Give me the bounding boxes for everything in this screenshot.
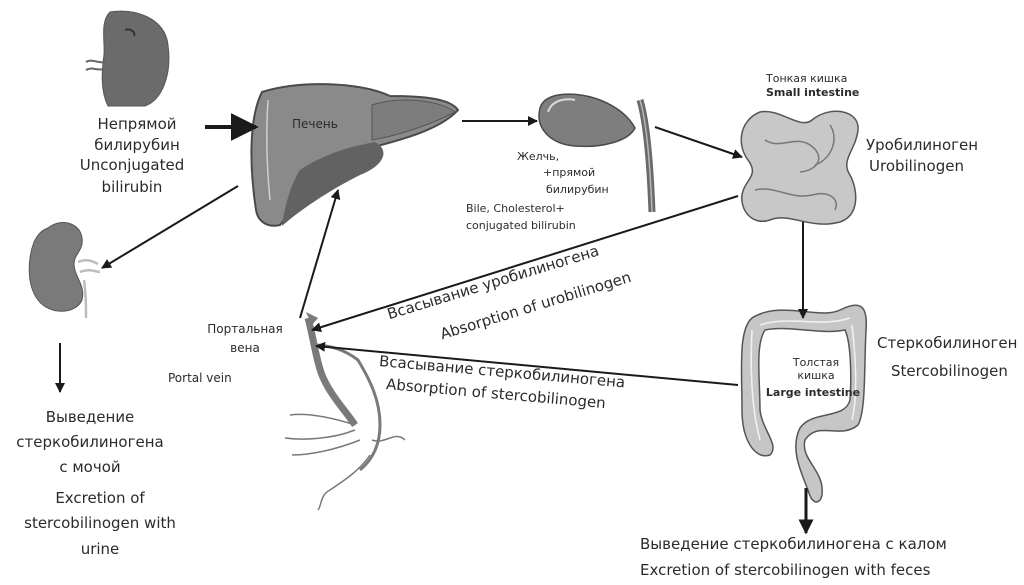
small-intestine-icon [740,110,859,225]
bile-label-en-1: Bile, Cholesterol+ [466,202,565,215]
portal-vein-label-ru-2: вена [230,341,260,355]
portal-vein-label-ru-1: Портальная [207,322,283,336]
small-intestine-label-en: Small intestine [766,86,860,99]
stercobilinogen-label-en: Stercobilinogen [891,362,1008,380]
urobilinogen-label-ru: Уробилиноген [866,136,979,154]
urine-excretion-en-2: stercobilinogen with [24,514,176,532]
unconjugated-label-ru-1: Непрямой [97,115,177,133]
spleen-icon [85,10,170,107]
unconjugated-label-en-1: Unconjugated [79,156,185,174]
unconjugated-label-ru-2: билирубин [94,136,180,154]
gallbladder-icon [538,93,656,213]
unconjugated-label-en-2: bilirubin [101,178,163,196]
urobilinogen-label-en: Urobilinogen [869,157,964,175]
arrows [55,113,814,535]
arrow-gallbladder-to-intestine [654,126,743,159]
arrow-uro-absorption [311,195,739,333]
portal-vein-label-en: Portal vein [168,371,232,385]
feces-excretion-ru: Выведение стеркобилиногена с калом [640,535,947,553]
bile-label-en-2: conjugated bilirubin [466,219,576,232]
urine-excretion-en-3: urine [80,540,120,558]
large-intestine-label-ru-2: кишка [797,369,835,382]
bile-label-ru-1: Желчь, [517,150,560,163]
portal-vein-icon [284,312,406,511]
bile-label-ru-2: +прямой [543,166,596,179]
urine-excretion-en-1: Excretion of [55,489,145,507]
bile-label-ru-3: билирубин [546,183,609,196]
liver-icon [250,83,460,227]
urine-excretion-ru-3: с мочой [59,458,121,476]
stercobilinogen-label-ru: Стеркобилиноген [877,334,1018,352]
small-intestine-label-ru: Тонкая кишка [766,72,848,85]
urine-excretion-ru-2: стеркобилиногена [16,433,164,451]
arrow-portal-to-liver [299,189,341,319]
arrow-liver-to-kidney [101,185,239,269]
large-intestine-label-en: Large intestine [765,386,861,399]
kidney-icon [28,222,101,319]
urine-excretion-ru-1: Выведение [45,408,135,426]
large-intestine-label-ru-1: Толстая [792,356,840,369]
feces-excretion-en: Excretion of stercobilinogen with feces [640,561,931,579]
arrow-sterco-absorption [315,341,739,386]
large-intestine-icon [740,304,868,503]
liver-label: Печень [292,117,338,131]
